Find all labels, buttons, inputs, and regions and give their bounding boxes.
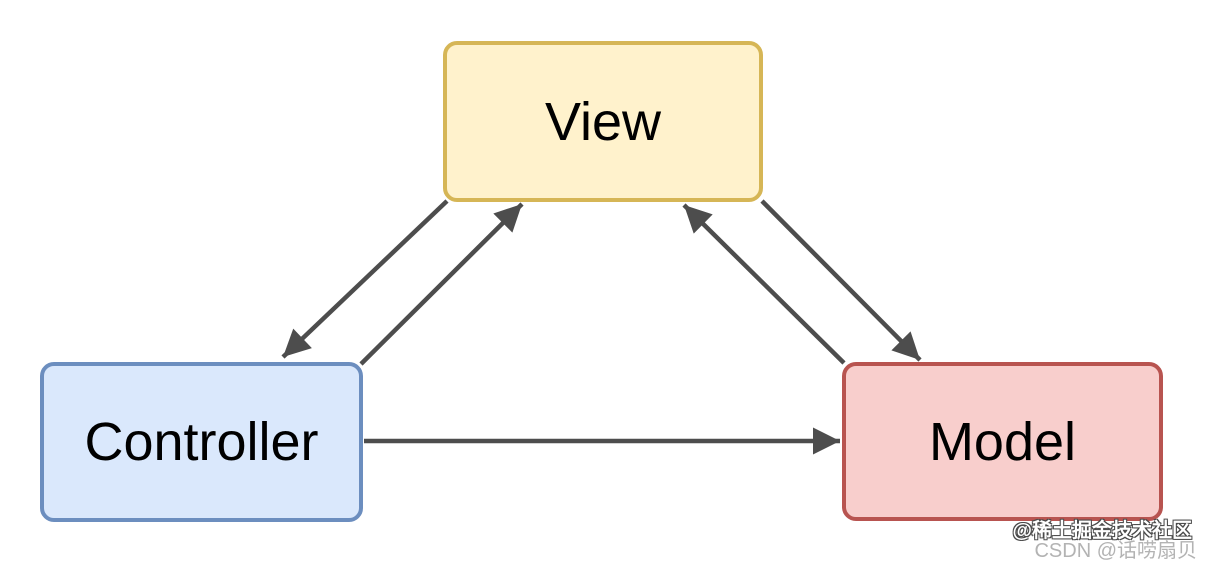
node-controller: Controller	[40, 362, 363, 522]
edge-controller-to-view-arrow	[359, 202, 524, 366]
edge-model-to-view-arrow	[682, 203, 846, 365]
node-model: Model	[842, 362, 1163, 521]
node-controller-label: Controller	[84, 412, 319, 472]
watermark-juejin: @稀土掘金技术社区	[1012, 520, 1192, 542]
edge-view-to-controller-arrow	[281, 199, 449, 359]
edge-view-to-model-arrow	[760, 199, 922, 362]
node-view: View	[443, 41, 763, 202]
node-model-label: Model	[928, 411, 1077, 472]
node-view-label: View	[544, 91, 662, 152]
watermark-csdn: CSDN @话唠扇贝	[1034, 540, 1197, 562]
